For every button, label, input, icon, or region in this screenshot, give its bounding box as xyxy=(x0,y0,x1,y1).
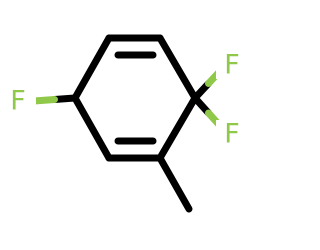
bond-c-c-lower-right xyxy=(156,94,199,162)
bond-c-c-upper-right xyxy=(156,34,199,102)
fluorine-atom-bottom-right: F xyxy=(224,119,240,150)
fluorine-atom-left: F xyxy=(10,86,26,117)
label-mask xyxy=(216,120,248,148)
bond-c-c-upper-left xyxy=(71,34,113,102)
bond-c-f-left-fluorine-half xyxy=(30,96,58,105)
label-mask xyxy=(0,87,36,115)
fluorine-atom-top-right: F xyxy=(224,50,240,81)
bond-layer xyxy=(30,34,226,213)
bond-c-methyl xyxy=(156,154,193,213)
atom-label-layer: F F F xyxy=(0,50,248,150)
chemical-structure: F F F xyxy=(0,34,248,213)
label-mask xyxy=(216,51,248,79)
bond-c-c-lower-left xyxy=(71,94,113,162)
